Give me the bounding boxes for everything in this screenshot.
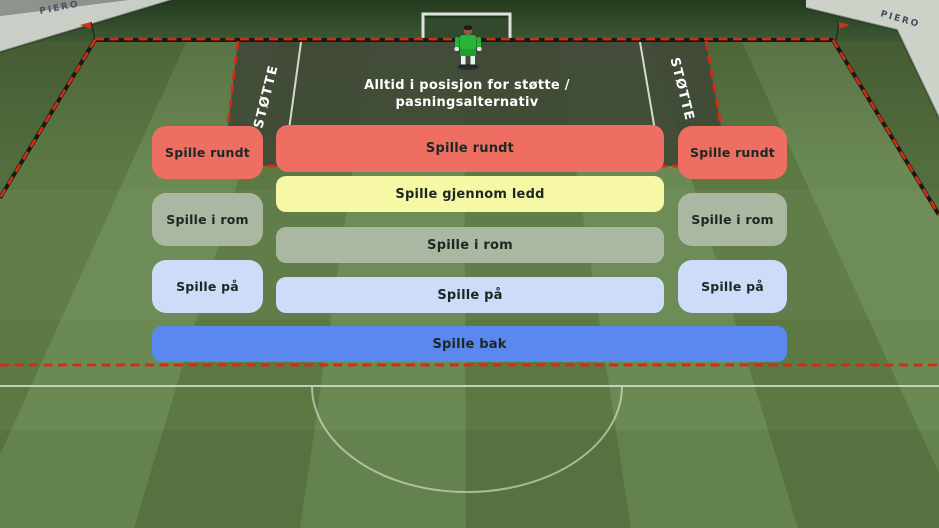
principle-right-spille-rundt: Spille rundt [678,126,787,179]
ad-board-right: PIERO [805,0,939,119]
corner-flag-left [80,21,96,41]
principle-right-spille-pa: Spille på [678,260,787,313]
halfway-line [0,385,939,493]
corner-flag-right [835,21,850,41]
principle-right-spille-i-rom: Spille i rom [678,193,787,246]
principle-left-spille-i-rom: Spille i rom [152,193,263,246]
dashed-sideline-left [0,39,97,199]
principle-center-spille-i-rom: Spille i rom [276,227,664,263]
support-zone-note: Alltid i posisjon for støtte / pasningsa… [272,77,662,111]
principle-left-spille-rundt: Spille rundt [152,126,263,179]
principle-bottom-spille-bak: Spille bak [152,326,787,362]
dashed-sideline-right [831,39,939,216]
support-zone-note-line2: pasningsalternativ [395,95,539,110]
principle-center-spille-pa: Spille på [276,277,664,313]
support-zone-note-line1: Alltid i posisjon for støtte / [364,78,570,93]
goalkeeper [454,25,482,70]
principle-left-spille-pa: Spille på [152,260,263,313]
principle-center-spille-gjennom-ledd: Spille gjennom ledd [276,176,664,212]
centre-circle [311,387,623,493]
principle-center-spille-rundt: Spille rundt [276,125,664,172]
